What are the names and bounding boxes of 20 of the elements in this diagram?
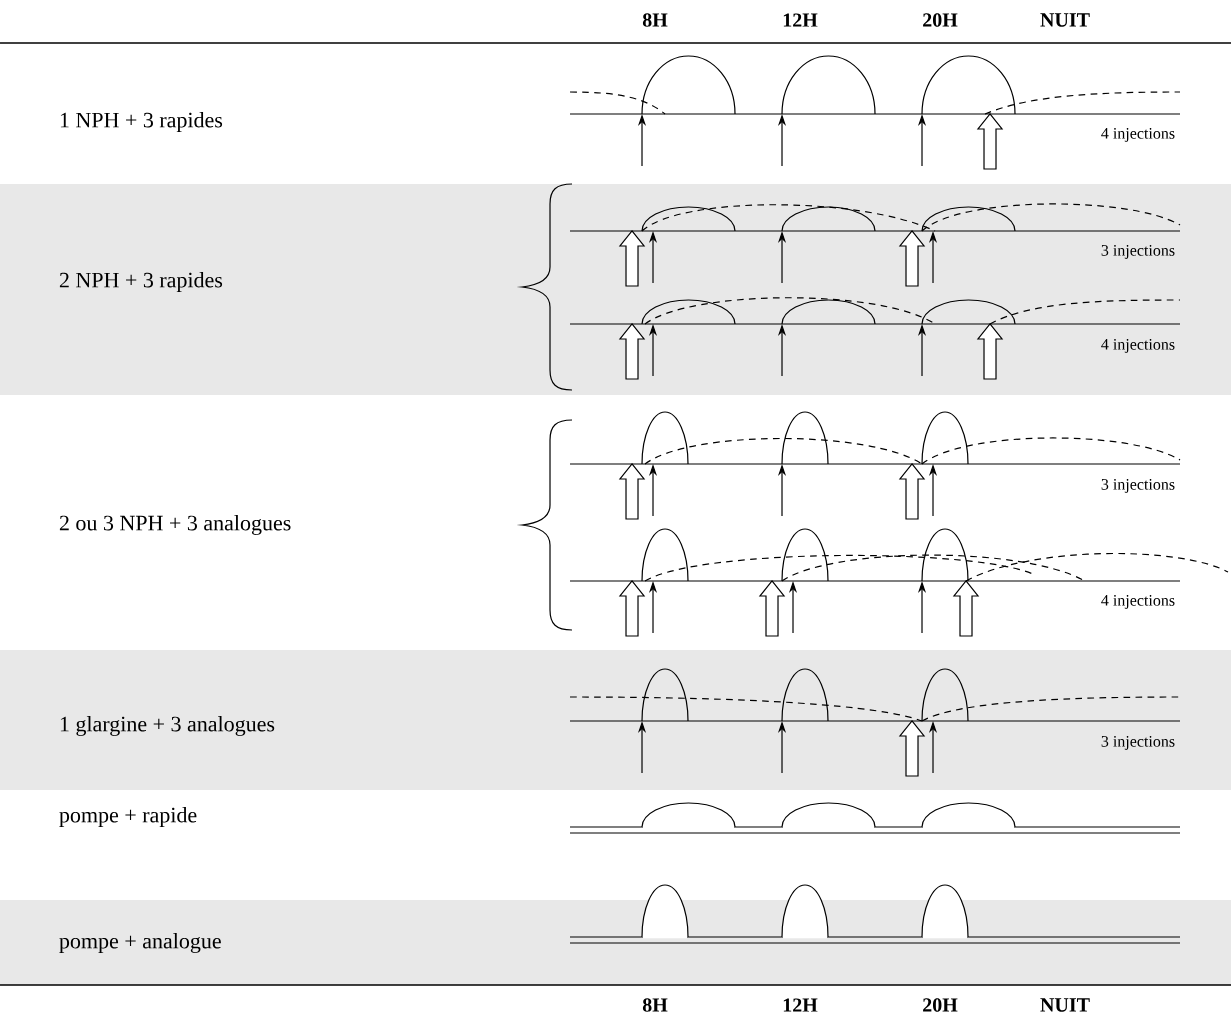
time-label: 12H (783, 13, 818, 27)
time-label: NUIT (1040, 998, 1090, 1012)
injection-count: 4 injections (1101, 339, 1175, 353)
regimen-label: pompe + analogue (59, 933, 221, 953)
injection-count: 3 injections (1101, 736, 1175, 750)
time-label: 12H (783, 998, 818, 1012)
injection-count: 3 injections (1101, 479, 1175, 493)
injection-count: 3 injections (1101, 245, 1175, 259)
regimen-label: pompe + rapide (59, 807, 197, 827)
regimen-label: 1 glargine + 3 analogues (60, 716, 275, 736)
time-label: 20H (923, 998, 958, 1012)
time-label: 8H (642, 998, 668, 1012)
time-label: 20H (923, 13, 958, 27)
regimen-label: 2 ou 3 NPH + 3 analogues (59, 515, 291, 535)
time-label: 8H (642, 13, 668, 27)
injection-count: 4 injections (1101, 128, 1175, 142)
injection-count: 4 injections (1101, 595, 1175, 609)
time-label: NUIT (1040, 13, 1090, 27)
regimen-label: 1 NPH + 3 rapides (60, 112, 223, 132)
regimen-label: 2 NPH + 3 rapides (59, 272, 223, 292)
